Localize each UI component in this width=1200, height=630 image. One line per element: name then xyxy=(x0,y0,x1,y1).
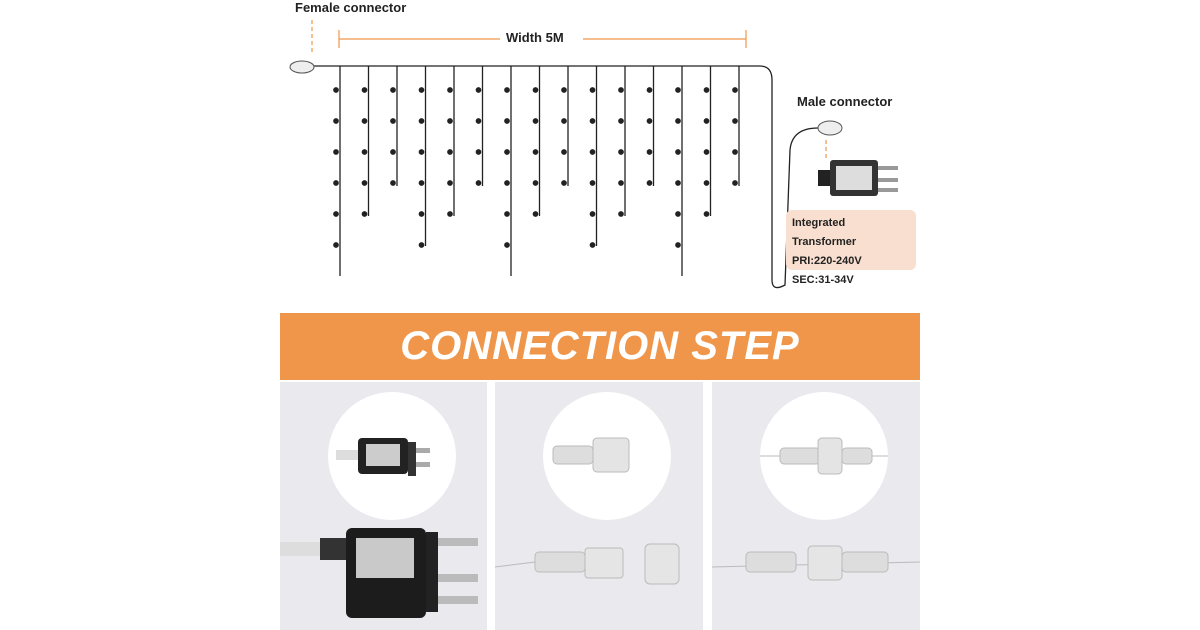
led-bulb xyxy=(703,211,710,217)
transformer-title: Integrated Transformer xyxy=(792,217,857,248)
led-bulb xyxy=(532,87,539,93)
dimension-lines xyxy=(311,20,827,160)
led-bulb xyxy=(418,87,425,93)
male-connector-icon xyxy=(817,120,843,136)
led-bulb xyxy=(618,87,624,93)
plug-closeup-circle xyxy=(328,392,456,520)
led-bulb xyxy=(561,180,567,186)
led-bulb xyxy=(732,180,738,186)
led-bulb xyxy=(532,118,539,124)
led-bulb xyxy=(447,149,453,155)
led-bulb xyxy=(646,149,653,155)
led-bulb xyxy=(532,180,539,186)
led-bulb xyxy=(333,149,339,155)
led-bulb xyxy=(646,87,653,93)
led-bulb xyxy=(390,87,396,93)
led-bulb xyxy=(418,242,425,248)
led-bulb xyxy=(390,180,396,186)
led-bulb xyxy=(418,180,425,186)
led-bulb xyxy=(561,118,567,124)
led-bulb xyxy=(675,242,681,248)
led-bulb xyxy=(675,149,681,155)
led-bulb xyxy=(447,118,453,124)
led-bulb xyxy=(504,149,510,155)
led-bulb xyxy=(361,211,368,217)
transformer-spec-box: Integrated Transformer PRI:220-240V SEC:… xyxy=(786,210,916,286)
led-bulb xyxy=(732,118,738,124)
led-bulb xyxy=(475,118,482,124)
connector-parts-icon xyxy=(495,543,680,585)
led-bulb xyxy=(504,118,510,124)
led-bulb xyxy=(333,180,339,186)
transformer-sec: SEC:31-34V xyxy=(792,274,854,286)
led-bulb xyxy=(447,87,453,93)
led-bulb xyxy=(418,149,425,155)
led-bulb xyxy=(561,87,567,93)
led-bulb xyxy=(532,211,539,217)
led-bulb xyxy=(532,149,539,155)
led-bulb xyxy=(732,87,738,93)
led-bulb xyxy=(447,211,453,217)
led-bulb xyxy=(504,242,510,248)
led-bulb xyxy=(675,180,681,186)
led-bulb xyxy=(504,180,510,186)
connection-step-banner: CONNECTION STEP xyxy=(280,313,920,380)
led-bulb xyxy=(589,211,596,217)
led-bulb xyxy=(504,211,510,217)
led-bulb xyxy=(589,180,596,186)
female-connector-icon xyxy=(289,60,315,74)
step-panel-1 xyxy=(280,382,487,630)
led-bulb xyxy=(732,149,738,155)
led-bulb xyxy=(418,211,425,217)
led-bulb xyxy=(361,149,368,155)
led-bulb xyxy=(675,87,681,93)
led-bulb xyxy=(390,118,396,124)
led-bulb xyxy=(646,118,653,124)
main-wire xyxy=(314,65,819,289)
led-bulb xyxy=(618,149,624,155)
width-label: Width 5M xyxy=(506,30,564,45)
female-connector-label: Female connector xyxy=(295,0,407,15)
led-bulb xyxy=(589,87,596,93)
led-bulb xyxy=(361,118,368,124)
connector-closeup-circle xyxy=(543,392,671,520)
icicle-light-diagram xyxy=(289,20,898,289)
led-bulb xyxy=(561,149,567,155)
led-bulb xyxy=(390,149,396,155)
led-bulb xyxy=(333,87,339,93)
step-panel-2 xyxy=(495,382,703,630)
led-bulb xyxy=(475,87,482,93)
led-bulb xyxy=(475,180,482,186)
led-bulb xyxy=(504,87,510,93)
connected-closeup-circle xyxy=(760,392,888,520)
connected-parts-icon xyxy=(712,545,920,581)
led-bulb xyxy=(703,87,710,93)
led-bulb xyxy=(703,149,710,155)
transformer-icon xyxy=(818,160,898,196)
led-bulb xyxy=(589,118,596,124)
led-bulb xyxy=(618,180,624,186)
led-bulb xyxy=(703,180,710,186)
led-bulb xyxy=(447,180,453,186)
led-bulb xyxy=(618,211,624,217)
led-bulb xyxy=(333,211,339,217)
led-bulb xyxy=(618,118,624,124)
male-connector-label: Male connector xyxy=(797,94,893,109)
led-bulb xyxy=(589,149,596,155)
banner-title: CONNECTION STEP xyxy=(400,324,800,368)
led-bulb xyxy=(703,118,710,124)
led-bulb xyxy=(333,118,339,124)
led-bulb xyxy=(675,211,681,217)
led-bulb xyxy=(333,242,339,248)
led-bulb xyxy=(675,118,681,124)
led-bulb xyxy=(589,242,596,248)
led-bulb xyxy=(418,118,425,124)
led-bulb xyxy=(361,180,368,186)
power-adapter-icon xyxy=(280,528,478,618)
transformer-pri: PRI:220-240V xyxy=(792,255,862,267)
step-panel-3 xyxy=(712,382,920,630)
led-bulb xyxy=(361,87,368,93)
led-bulb xyxy=(475,149,482,155)
led-bulb xyxy=(646,180,653,186)
